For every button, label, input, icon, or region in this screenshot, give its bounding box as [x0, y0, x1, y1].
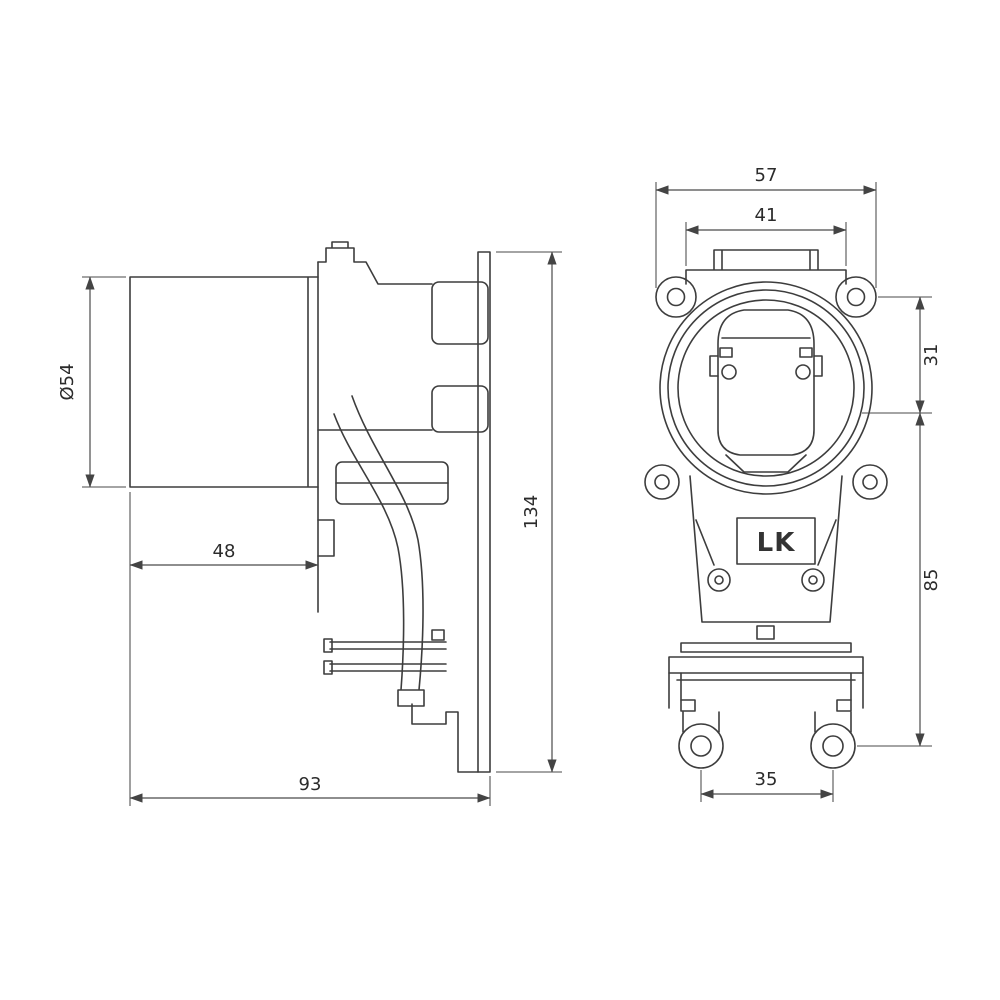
- ear-mid-left: [644, 464, 680, 500]
- top-tab: [317, 241, 433, 285]
- body-screw-right-center: [808, 575, 818, 585]
- foot-stems: [682, 711, 852, 733]
- side-view: [129, 241, 491, 773]
- rail-blocks: [680, 699, 852, 712]
- front-view: LK: [644, 249, 888, 769]
- extension-lines-front: [655, 182, 932, 802]
- body-screw-left: [707, 568, 731, 592]
- dim-label-57: 57: [755, 165, 778, 186]
- dim-label-93: 93: [299, 774, 322, 795]
- logo-box: [736, 517, 816, 565]
- body-screw-left-center: [714, 575, 724, 585]
- top-port: [685, 249, 847, 285]
- foot-left: [678, 723, 724, 769]
- body-screw-right: [801, 568, 825, 592]
- lower-port-block: [431, 385, 489, 433]
- ear-mid-right-hole: [862, 474, 878, 490]
- ear-top-right: [835, 276, 877, 318]
- mounting-plate: [477, 251, 491, 773]
- clamp-plate-lower: [668, 656, 864, 674]
- ear-top-right-hole: [846, 287, 866, 307]
- base-foot: [411, 703, 479, 773]
- lower-body-trapezoid: [689, 475, 843, 623]
- front-view-dimensions: 57 41 31 85 35: [655, 165, 942, 802]
- cartridge-opening: [717, 309, 815, 456]
- foot-right: [810, 723, 856, 769]
- cartridge-bottom-edge: [725, 454, 807, 473]
- spout-cylinder: [129, 276, 319, 488]
- pin-caps: [323, 629, 445, 675]
- foot-left-hole: [690, 735, 712, 757]
- ear-top-left-hole: [666, 287, 686, 307]
- dim-label-diameter: Ø54: [57, 363, 78, 400]
- side-view-dimensions: Ø54 48 134 93: [57, 251, 562, 806]
- upper-port-block: [431, 281, 489, 345]
- screw-hole-right: [795, 364, 811, 380]
- body-circle-inner: [677, 299, 855, 477]
- dim-label-85: 85: [921, 569, 942, 592]
- dim-label-48: 48: [213, 541, 236, 562]
- dim-label-31: 31: [921, 344, 942, 367]
- lever-outline: [333, 395, 425, 707]
- ear-top-left: [655, 276, 697, 318]
- ear-mid-left-hole: [654, 474, 670, 490]
- extension-lines-side: [82, 251, 562, 806]
- dim-label-134: 134: [521, 495, 542, 529]
- side-clips: [709, 355, 823, 377]
- foot-right-hole: [822, 735, 844, 757]
- clamp-plate-upper: [680, 642, 852, 653]
- center-tab: [756, 625, 775, 640]
- screw-hole-left: [721, 364, 737, 380]
- clamp-rails: [668, 672, 864, 709]
- brand-logo: LK: [757, 528, 796, 558]
- body-circle-outer: [659, 281, 873, 495]
- face-notch: [317, 519, 335, 557]
- body-circle-middle: [667, 289, 865, 487]
- cartridge-corner-clips: [719, 347, 813, 358]
- ear-mid-right: [852, 464, 888, 500]
- dim-label-35: 35: [755, 769, 778, 790]
- dim-label-41: 41: [755, 205, 778, 226]
- fixing-pins: [329, 641, 447, 672]
